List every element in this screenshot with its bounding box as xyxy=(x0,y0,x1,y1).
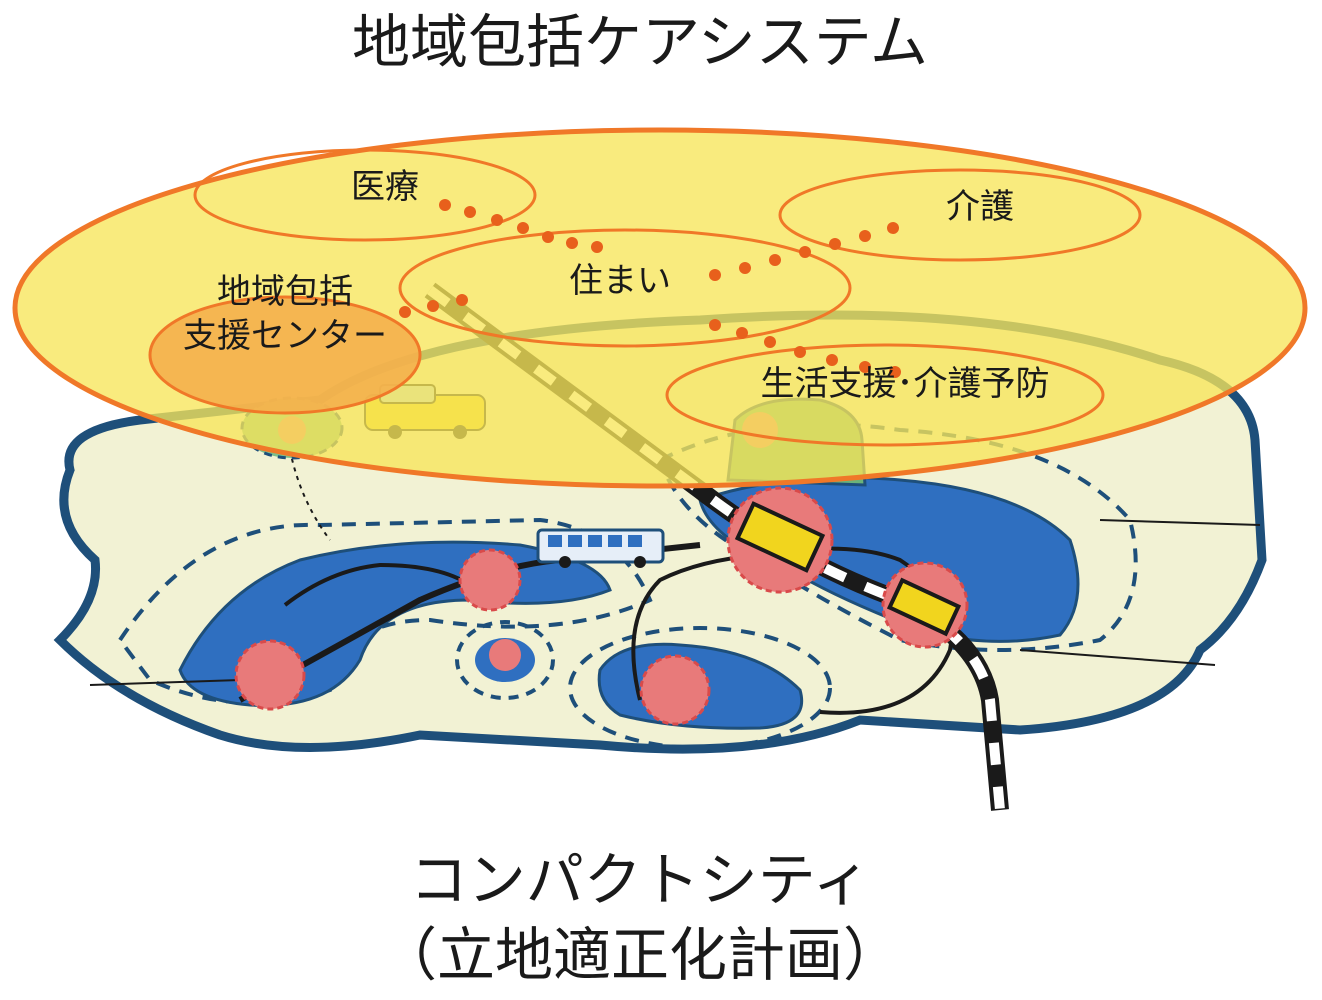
hub-left xyxy=(234,639,306,711)
top-title: 地域包括ケアシステム xyxy=(352,8,928,76)
care-system-overlay: 医療 介護 住まい 地域包括 支援センター 生活支援･介護予防 xyxy=(12,127,1308,489)
connector-medical-housing xyxy=(439,199,603,253)
life-support-circle xyxy=(665,343,1105,447)
zone-dashed-small xyxy=(455,620,555,700)
label-housing: 住まい xyxy=(569,261,671,301)
bus-icon xyxy=(536,528,665,568)
station-second xyxy=(886,577,962,637)
road-dotted xyxy=(289,449,331,541)
bottom-title-line1: コンパクトシティ xyxy=(410,846,871,914)
connector-housing-care xyxy=(709,222,899,281)
connector-support-housing xyxy=(399,294,468,318)
hub-middle xyxy=(458,548,522,612)
road-east-2 xyxy=(1019,649,1216,666)
support-center-circle xyxy=(148,295,422,415)
connector-housing-life xyxy=(709,319,901,378)
road-east-1 xyxy=(1099,519,1261,526)
railway-stripes xyxy=(427,285,1005,811)
housing-circle xyxy=(398,228,852,348)
road-west xyxy=(89,679,241,686)
medical-circle xyxy=(193,148,537,242)
hub-small xyxy=(489,639,521,671)
care-circle xyxy=(778,168,1142,262)
road-loop xyxy=(631,546,954,715)
label-medical: 医療 xyxy=(351,167,419,207)
station-main xyxy=(734,501,826,573)
hub-pond xyxy=(639,654,711,726)
bottom-title-line2: （立地適正化計画） xyxy=(379,921,901,989)
label-care: 介護 xyxy=(946,187,1014,227)
label-support-center-2: 支援センター xyxy=(183,316,387,356)
road-left-upper xyxy=(283,562,472,607)
label-life-support: 生活支援･介護予防 xyxy=(761,364,1050,404)
zone-dashed-pond xyxy=(568,626,832,750)
label-support-center-1: 地域包括 xyxy=(217,272,353,312)
